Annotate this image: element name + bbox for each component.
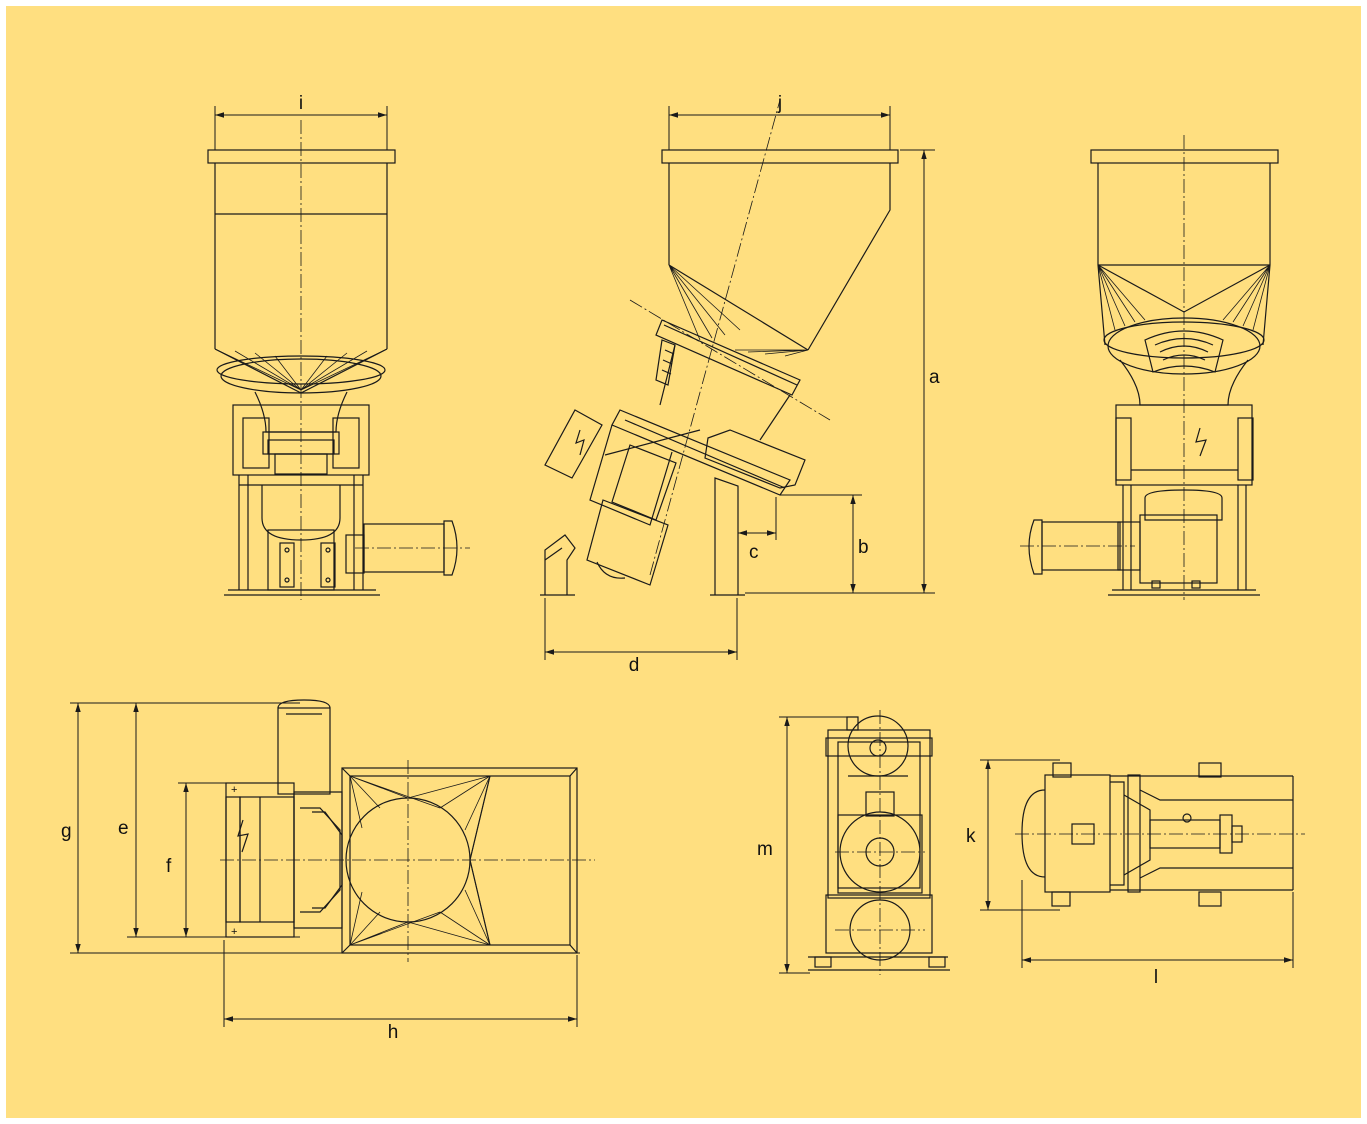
- plus-sign-top: +: [231, 784, 237, 796]
- dim-label-a: a: [929, 367, 940, 388]
- rear-view: [1020, 135, 1279, 600]
- dim-label-e: e: [118, 818, 129, 839]
- dim-label-i: i: [299, 93, 303, 114]
- top-view: + + g e f h: [61, 699, 595, 1043]
- dim-label-b: b: [858, 537, 869, 558]
- dim-label-j: j: [777, 93, 782, 114]
- dim-label-d: d: [629, 655, 640, 676]
- plan-view: k l: [966, 759, 1305, 988]
- dim-label-m: m: [757, 839, 773, 860]
- plus-sign-bottom: +: [231, 926, 237, 938]
- dim-label-g: g: [61, 821, 72, 842]
- dim-label-k: k: [966, 826, 976, 847]
- dim-label-l: l: [1154, 967, 1158, 988]
- dim-label-h: h: [388, 1022, 399, 1043]
- dim-label-c: c: [749, 542, 759, 563]
- side-view: j a b c d: [540, 93, 940, 676]
- dim-label-f: f: [166, 856, 172, 877]
- end-view: m: [757, 710, 950, 975]
- front-view: i: [207, 93, 470, 600]
